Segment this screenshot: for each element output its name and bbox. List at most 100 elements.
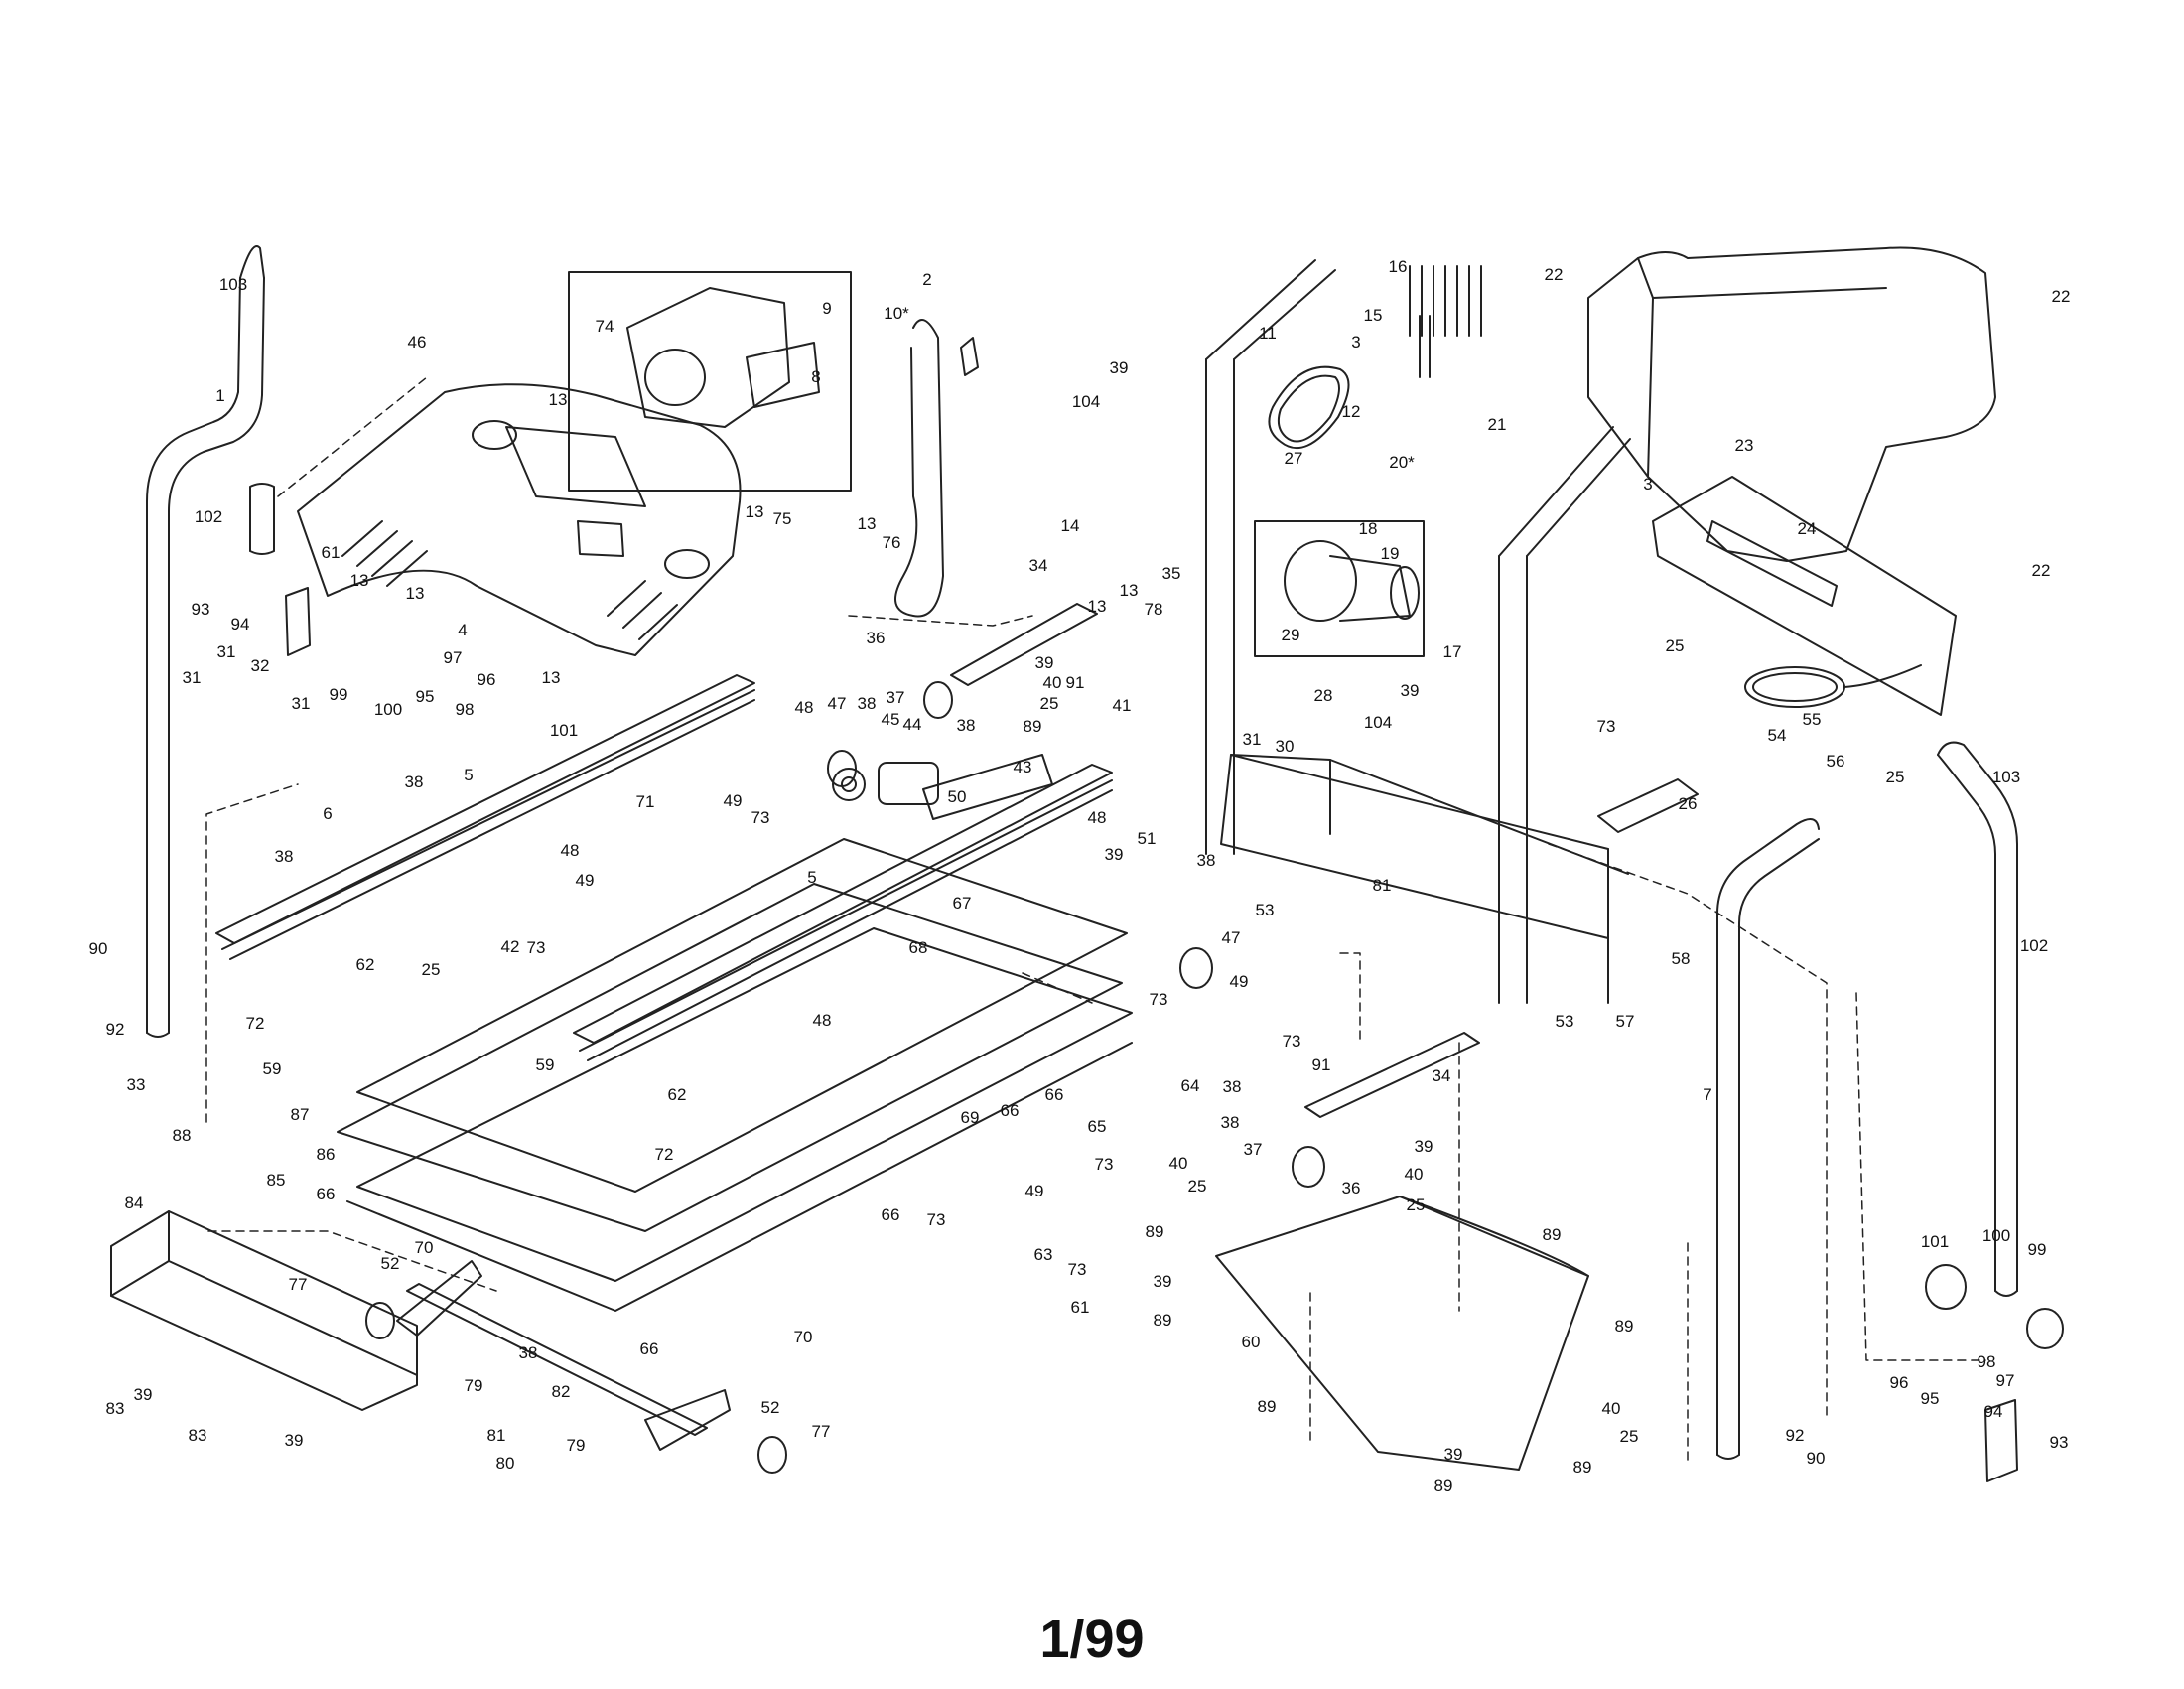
part-callout-83: 83: [106, 1399, 125, 1418]
part-callout-39: 39: [1444, 1445, 1463, 1464]
bolt-set: [1409, 265, 1482, 378]
part-callout-9: 9: [822, 299, 831, 318]
part-callout-70: 70: [415, 1238, 434, 1257]
part-callout-85: 85: [267, 1171, 286, 1190]
part-callout-89: 89: [1146, 1222, 1164, 1241]
part-callout-42: 42: [501, 937, 520, 956]
part-callout-31: 31: [183, 668, 202, 687]
part-callout-79: 79: [465, 1376, 483, 1395]
part-callout-94: 94: [231, 615, 250, 633]
switch-bracket: [1597, 778, 1699, 833]
part-callout-14: 14: [1061, 516, 1080, 535]
part-callout-39: 39: [1105, 845, 1124, 864]
part-callout-25: 25: [1188, 1177, 1207, 1196]
part-callout-94: 94: [1984, 1402, 2003, 1421]
walking-deck: [337, 838, 1128, 1232]
part-callout-89: 89: [1573, 1458, 1592, 1477]
page-number: 1/99: [1039, 1610, 1145, 1669]
left-side-rail: [215, 674, 755, 960]
part-callout-91: 91: [1312, 1056, 1331, 1074]
part-callout-35: 35: [1162, 564, 1181, 583]
right-side-rail: [573, 764, 1113, 1061]
drive-motor-inset: [1254, 520, 1425, 657]
part-callout-38: 38: [957, 716, 976, 735]
part-callout-48: 48: [795, 698, 814, 717]
walking-belt: [346, 927, 1133, 1312]
part-callout-18: 18: [1359, 519, 1378, 538]
part-callout-49: 49: [576, 871, 595, 890]
part-callout-97: 97: [444, 648, 463, 667]
part-callout-5: 5: [464, 766, 473, 784]
part-callout-13: 13: [858, 514, 877, 533]
part-callout-89: 89: [1434, 1477, 1453, 1495]
part-callout-77: 77: [289, 1275, 308, 1294]
part-callout-2: 2: [922, 270, 931, 289]
part-callout-104: 104: [1364, 713, 1392, 732]
part-callout-59: 59: [536, 1056, 555, 1074]
part-callout-3: 3: [1351, 333, 1360, 352]
part-callout-56: 56: [1827, 752, 1845, 771]
part-callout-90: 90: [89, 939, 108, 958]
part-callout-100: 100: [1982, 1226, 2010, 1245]
part-callout-53: 53: [1556, 1012, 1574, 1031]
part-callout-37: 37: [1244, 1140, 1263, 1159]
part-callout-68: 68: [909, 938, 928, 957]
part-callout-61: 61: [322, 543, 341, 562]
part-callout-59: 59: [263, 1059, 282, 1078]
part-callout-30: 30: [1276, 737, 1295, 756]
part-callout-36: 36: [1342, 1179, 1361, 1197]
part-callout-38: 38: [275, 847, 294, 866]
part-callout-100: 100: [374, 700, 402, 719]
motor-belt: [1268, 365, 1350, 450]
part-callout-41: 41: [1113, 696, 1132, 715]
part-callout-39: 39: [1035, 653, 1054, 672]
part-callout-74: 74: [596, 317, 614, 336]
part-callout-65: 65: [1088, 1117, 1107, 1136]
part-callout-89: 89: [1543, 1225, 1562, 1244]
part-callout-66: 66: [317, 1185, 336, 1203]
part-callout-13: 13: [746, 502, 764, 521]
part-callout-79: 79: [567, 1436, 586, 1455]
part-callout-81: 81: [1373, 876, 1392, 895]
part-callout-40: 40: [1602, 1399, 1621, 1418]
part-callout-78: 78: [1145, 600, 1163, 619]
part-callout-45: 45: [882, 710, 900, 729]
part-callout-71: 71: [636, 792, 655, 811]
part-callout-8: 8: [811, 367, 820, 386]
part-callout-25: 25: [1407, 1196, 1426, 1214]
part-callout-64: 64: [1181, 1076, 1200, 1095]
part-callout-91: 91: [1066, 673, 1085, 692]
part-callout-66: 66: [640, 1339, 659, 1358]
part-callout-39: 39: [134, 1385, 153, 1404]
part-callout-102: 102: [195, 507, 222, 526]
part-callout-31: 31: [1243, 730, 1262, 749]
part-callout-26: 26: [1679, 794, 1698, 813]
left-upright-tube: [146, 245, 275, 1038]
part-callout-52: 52: [761, 1398, 780, 1417]
base-cover: [1215, 1196, 1589, 1471]
part-callout-99: 99: [330, 685, 348, 704]
part-callout-73: 73: [1068, 1260, 1087, 1279]
rear-foot-assembly: [110, 1210, 418, 1411]
part-callout-25: 25: [1040, 694, 1059, 713]
part-callout-4: 4: [458, 621, 467, 639]
part-callout-83: 83: [189, 1426, 207, 1445]
right-upright-tube: [1716, 818, 1820, 1460]
part-callout-29: 29: [1282, 626, 1300, 644]
part-callout-61: 61: [1071, 1298, 1090, 1317]
part-callout-86: 86: [317, 1145, 336, 1164]
part-callout-89: 89: [1615, 1317, 1634, 1336]
part-callout-89: 89: [1154, 1311, 1172, 1330]
part-callout-53: 53: [1256, 901, 1275, 919]
part-callout-27: 27: [1285, 449, 1303, 468]
uprights: [1205, 259, 1631, 1004]
part-callout-46: 46: [408, 333, 427, 352]
part-callout-62: 62: [668, 1085, 687, 1104]
part-callout-48: 48: [813, 1011, 832, 1030]
part-callout-76: 76: [883, 533, 901, 552]
part-callout-38: 38: [1223, 1077, 1242, 1096]
part-callout-73: 73: [1597, 717, 1616, 736]
